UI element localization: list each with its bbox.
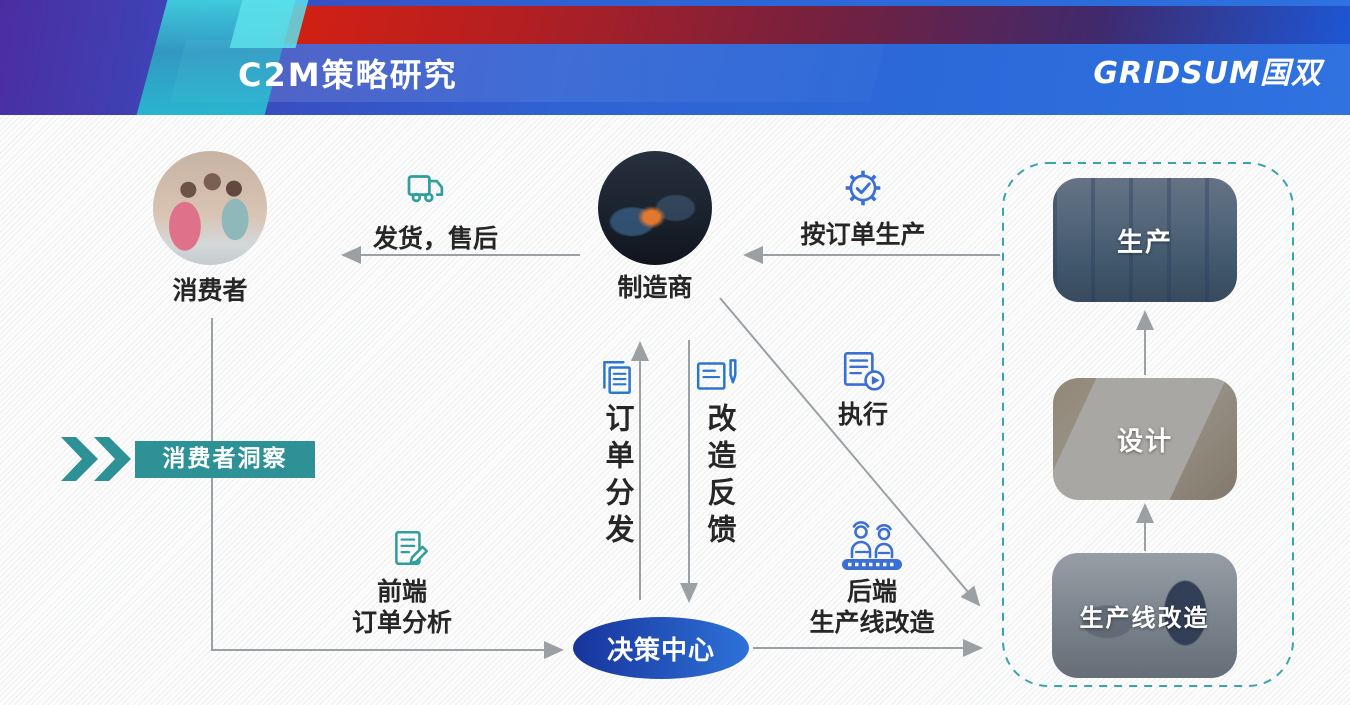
document-pencil-icon [395,530,429,565]
manufacturer-label: 制造商 [617,273,693,302]
production-image: 生产 [1053,178,1237,302]
gallery-dashed-frame [1002,162,1294,687]
header-red-stripe [267,6,1350,44]
frontend-label-line2: 订单分析 [351,608,452,637]
design-label: 设计 [1116,426,1173,457]
frontend-order-analysis-label: 前端 订单分析 [312,576,492,638]
arrow-consumer-to-decision [211,318,564,659]
execution-label: 执行 [837,400,888,429]
line-transformation-image: 生产线改造 [1052,553,1237,678]
backend-label-line2: 生产线改造 [809,608,935,637]
workers-icon [842,521,902,570]
header-banner: C2M策略研究 GRIDSUM国双 [0,0,1350,115]
shipping-label: 发货，售后 [372,224,498,253]
truck-icon [407,175,444,203]
manufacturer-photo [598,151,712,265]
page-title: C2M策略研究 [238,56,458,94]
document-play-icon [843,351,885,391]
line-transformation-label: 生产线改造 [1079,604,1210,632]
transformation-feedback-label: 改造反馈 [703,403,737,551]
backend-label-line1: 后端 [846,577,897,606]
consumer-label: 消费者 [172,276,248,305]
order-distribution-label: 订单分发 [601,403,635,551]
design-image: 设计 [1053,378,1237,500]
gridsum-logo: GRIDSUM国双 [1093,56,1322,91]
produce-by-order-label: 按订单生产 [800,220,926,249]
double-chevron-icon [61,437,131,481]
copy-document-icon [603,360,631,394]
consumer-insight-badge: 消费者洞察 [135,441,315,478]
gear-check-icon [845,170,881,206]
production-label: 生产 [1116,227,1173,258]
decision-center-node: 决策中心 [573,617,749,679]
backend-line-transformation-label: 后端 生产线改造 [782,576,962,638]
consumer-photo [153,151,267,265]
frontend-label-line1: 前端 [376,577,427,606]
arrow-manufacturer-to-line-transformation [719,297,981,607]
header-cyan-accent [229,0,309,48]
document-pen-icon [696,359,737,390]
